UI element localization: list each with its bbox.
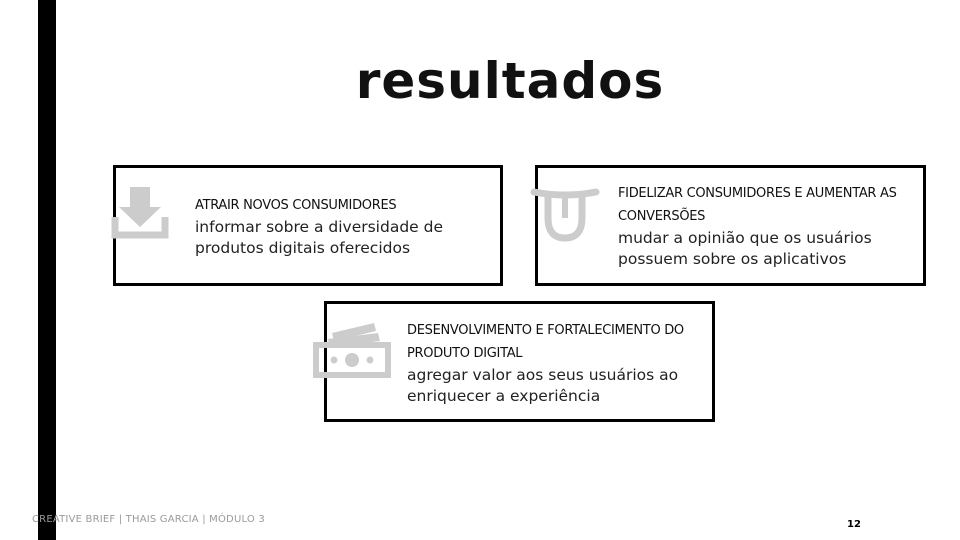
result-card-loyalty: FIDELIZAR CONSUMIDORES E AUMENTAR AS CON… xyxy=(530,165,926,286)
result-card-attract: ATRAIR NOVOS CONSUMIDORES informar sobre… xyxy=(111,165,503,286)
left-accent-bar xyxy=(38,0,56,540)
card-heading: FIDELIZAR CONSUMIDORES E AUMENTAR AS CON… xyxy=(618,186,897,224)
money-bills-icon xyxy=(312,319,394,384)
card-body: mudar a opinião que os usuários possuem … xyxy=(618,229,872,268)
card-body: informar sobre a diversidade de produtos… xyxy=(195,218,444,257)
page-title: resultados xyxy=(355,52,665,110)
card-heading: DESENVOLVIMENTO E FORTALECIMENTO DO PROD… xyxy=(407,323,684,361)
footer-credits: CREATIVE BRIEF | THAIS GARCIA | MÓDULO 3 xyxy=(32,514,265,525)
page-number: 12 xyxy=(847,519,861,530)
card-heading: ATRAIR NOVOS CONSUMIDORES xyxy=(195,198,397,213)
result-card-product: DESENVOLVIMENTO E FORTALECIMENTO DO PROD… xyxy=(313,301,715,422)
download-icon xyxy=(111,185,169,246)
card-body: agregar valor aos seus usuários ao enriq… xyxy=(407,366,679,405)
tongue-out-icon xyxy=(530,184,600,249)
